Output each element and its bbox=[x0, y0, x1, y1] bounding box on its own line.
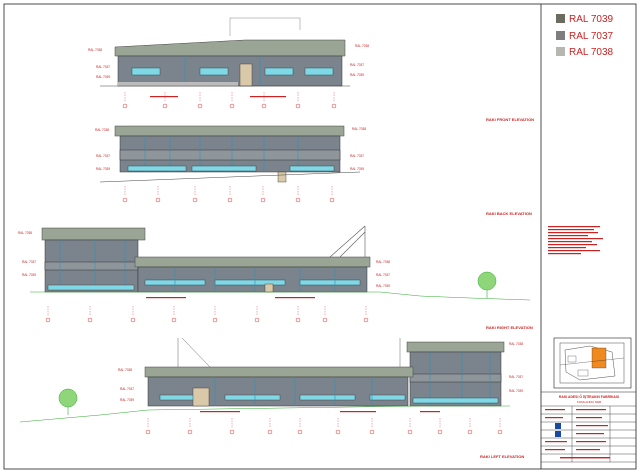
front-elevation: RAL 7038 RAL 7037 RAL 7039 RAL 7038 RAL … bbox=[88, 17, 534, 122]
tag-7037: RAL 7037 bbox=[22, 260, 36, 264]
tag-7039: RAL 7039 bbox=[22, 273, 36, 277]
caption-left-elevation: RAKI LEFT ELEVATION bbox=[480, 454, 524, 459]
color-legend: RAL 7039 RAL 7037 RAL 7038 bbox=[556, 14, 614, 58]
site-plan bbox=[553, 337, 632, 389]
back-elevation: RAL 7038 RAL 7037 RAL 7039 RAL 7038 RAL … bbox=[95, 125, 532, 216]
tag-7038: RAL 7038 bbox=[88, 48, 102, 52]
tag-7038: RAL 7038 bbox=[95, 128, 109, 132]
tag-7039: RAL 7039 bbox=[96, 75, 110, 79]
tag-7038: RAL 7038 bbox=[118, 368, 132, 372]
project-title: RAKI ADESI Ö İŞTİRAKIN FABRİKASI bbox=[559, 394, 619, 399]
project-subtitle: KOMLANDLİ DEB bbox=[577, 399, 601, 404]
tag-7038: RAL 7038 bbox=[509, 342, 523, 346]
tag-7037: RAL 7037 bbox=[350, 63, 364, 67]
legend-swatch-7039 bbox=[556, 14, 565, 23]
left-elevation: RAL 7038 RAL 7037 RAL 7039 RAL 7038 RAL … bbox=[19, 337, 524, 459]
caption-front-elevation: RAKI FRONT ELEVATION bbox=[486, 117, 534, 122]
legend-label-7038: RAL 7038 bbox=[569, 47, 614, 58]
tag-7037: RAL 7037 bbox=[96, 154, 110, 158]
tag-7039: RAL 7039 bbox=[350, 167, 364, 171]
tag-7038: RAL 7038 bbox=[18, 231, 32, 235]
title-block: RAKI ADESI Ö İŞTİRAKIN FABRİKASI KOMLAND… bbox=[541, 391, 636, 463]
tag-7038: RAL 7038 bbox=[355, 44, 369, 48]
tag-7039: RAL 7039 bbox=[350, 73, 364, 77]
tag-7039: RAL 7039 bbox=[376, 284, 390, 288]
tag-7037: RAL 7037 bbox=[509, 375, 523, 379]
right-elevation: RAL 7038 RAL 7037 RAL 7039 RAL 7038 RAL … bbox=[18, 225, 533, 330]
tag-7038: RAL 7038 bbox=[376, 260, 390, 264]
tag-7039: RAL 7039 bbox=[509, 389, 523, 393]
legend-swatch-7037 bbox=[556, 31, 565, 40]
tag-7038: RAL 7038 bbox=[352, 127, 366, 131]
legend-label-7039: RAL 7039 bbox=[569, 14, 614, 25]
caption-right-elevation: RAKI RIGHT ELEVATION bbox=[486, 325, 533, 330]
tag-7037: RAL 7037 bbox=[96, 65, 110, 69]
sheet-border bbox=[3, 3, 637, 470]
tag-7037: RAL 7037 bbox=[376, 273, 390, 277]
legend-swatch-7038 bbox=[556, 47, 565, 56]
general-notes bbox=[548, 226, 603, 255]
tag-7037: RAL 7037 bbox=[120, 387, 134, 391]
legend-label-7037: RAL 7037 bbox=[569, 31, 614, 42]
tag-7039: RAL 7039 bbox=[96, 167, 110, 171]
tag-7039: RAL 7039 bbox=[120, 398, 134, 402]
caption-back-elevation: RAKI BACK ELEVATION bbox=[486, 211, 532, 216]
tag-7037: RAL 7037 bbox=[350, 154, 364, 158]
